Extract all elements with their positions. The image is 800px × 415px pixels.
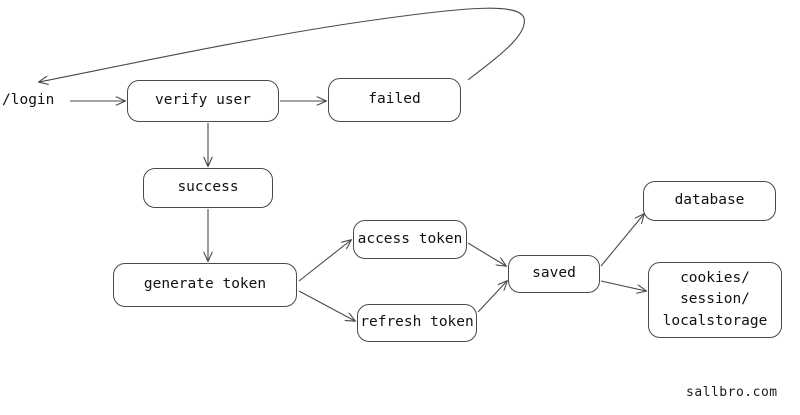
edge-saved-to-client-store <box>600 280 646 291</box>
node-success[interactable]: success <box>143 168 273 208</box>
entry-label-login: /login <box>2 92 55 108</box>
edge-generate-to-refresh <box>298 290 355 321</box>
node-access-token[interactable]: access token <box>353 220 467 259</box>
node-refresh-token[interactable]: refresh token <box>357 304 477 342</box>
edge-access-to-saved <box>467 242 506 266</box>
edge-generate-to-access <box>298 240 351 282</box>
node-verify-user[interactable]: verify user <box>127 80 279 122</box>
node-failed[interactable]: failed <box>328 78 461 122</box>
node-database[interactable]: database <box>643 181 776 221</box>
node-generate-token[interactable]: generate token <box>113 263 297 307</box>
edge-refresh-to-saved <box>477 281 507 313</box>
edge-saved-to-database <box>600 214 644 267</box>
edge-failed-to-login <box>39 7 525 82</box>
watermark: sallbro.com <box>686 385 778 400</box>
node-saved[interactable]: saved <box>508 255 600 293</box>
node-client-store[interactable]: cookies/ session/ localstorage <box>648 262 782 338</box>
